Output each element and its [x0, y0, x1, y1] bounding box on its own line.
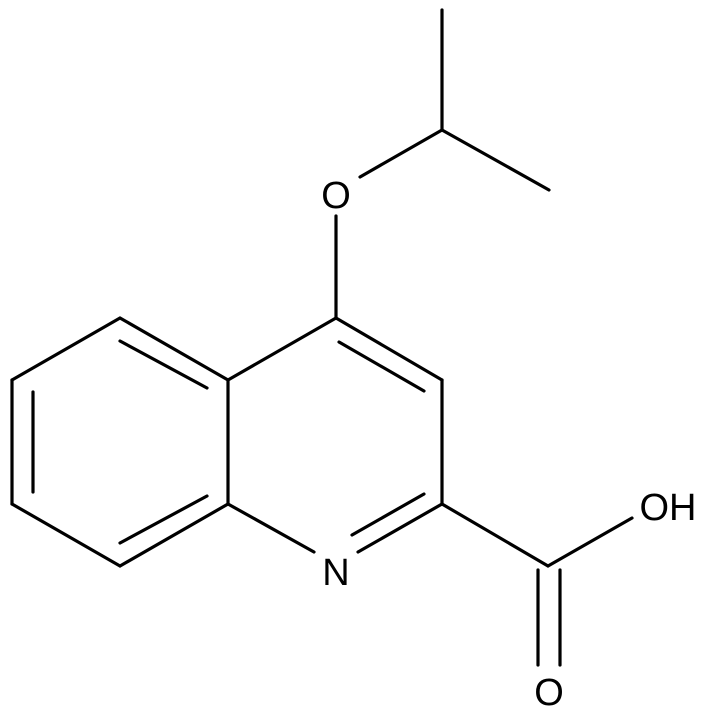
bond-c2-carboxyl-carbon [440, 502, 550, 568]
bond-n1-c8a [226, 502, 316, 554]
bond-c4a-c5 [118, 316, 230, 382]
bond-methyl-right [440, 128, 551, 192]
atom-label-hydroxyl: OH [640, 487, 697, 529]
bond-c5-c6 [10, 316, 122, 382]
atom-label-carbonyl-oxygen: O [534, 672, 564, 714]
atom-label-ring-nitrogen: N [322, 552, 349, 594]
bond-c4-c3 [334, 316, 444, 382]
bond-carboxyl-to-hydroxyl [546, 516, 634, 568]
atom-label-ether-oxygen: O [321, 175, 351, 217]
bond-c4a-c5-inner [118, 339, 209, 390]
bond-c8-c8a-inner [118, 494, 209, 545]
bond-c2-n1 [356, 502, 444, 554]
bond-c8-c8a [118, 502, 230, 568]
bond-c7-c8 [10, 502, 122, 568]
bond-c4-c4a [226, 316, 338, 382]
bond-c2-n1-inner [350, 492, 426, 537]
bond-ch-to-ether-oxygen [358, 128, 444, 179]
bond-c4-c3-inner [337, 340, 426, 393]
